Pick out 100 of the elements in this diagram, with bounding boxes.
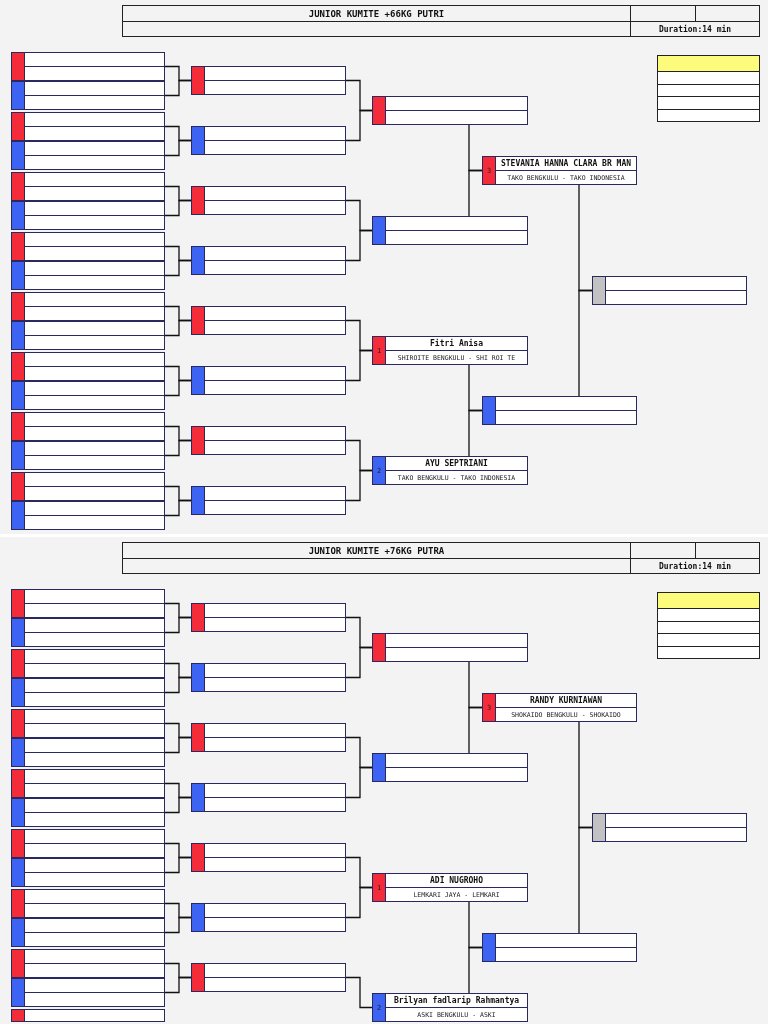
competitor-slot xyxy=(191,126,346,155)
results-table xyxy=(657,55,760,122)
competitor-slot xyxy=(11,709,165,738)
bracket-line xyxy=(164,796,192,814)
competitor-slot xyxy=(11,769,165,798)
bracket-line xyxy=(345,349,373,382)
competitor-name: ADI NUGROHO xyxy=(429,875,484,887)
bracket-line xyxy=(164,199,192,217)
competitor-slot xyxy=(372,456,528,485)
competitor-slot xyxy=(191,603,346,632)
bracket-line xyxy=(164,736,192,754)
bracket-line xyxy=(164,319,192,337)
competitor-slot xyxy=(11,292,165,321)
bracket-line xyxy=(164,916,192,934)
competitor-slot xyxy=(11,978,165,1007)
competitor-slot xyxy=(11,949,165,978)
competitor-slot xyxy=(191,963,346,992)
competitor-slot xyxy=(191,663,346,692)
competitor-slot xyxy=(11,441,165,470)
bracket-line xyxy=(345,469,373,502)
competitor-slot xyxy=(11,738,165,767)
competitor-slot xyxy=(372,873,528,902)
bracket-line xyxy=(164,259,192,277)
competitor-slot xyxy=(11,381,165,410)
competitor-slot xyxy=(11,261,165,290)
competitor-slot xyxy=(11,52,165,81)
competitor-slot xyxy=(11,472,165,501)
competitor-slot xyxy=(191,246,346,275)
competitor-slot xyxy=(191,486,346,515)
competitor-name: AYU SEPTRIANI xyxy=(424,458,489,470)
competitor-slot xyxy=(11,678,165,707)
bracket-line xyxy=(345,229,373,262)
bracket-line xyxy=(164,976,192,994)
bracket-line xyxy=(578,826,593,934)
competitor-name: RANDY KURNIAWAN xyxy=(528,695,604,707)
bracket-line xyxy=(164,499,192,517)
competitor-slot xyxy=(592,813,747,842)
competitor-name: Brilyan fadlarip Rahmantya xyxy=(392,994,521,1007)
bracket-line xyxy=(164,676,192,694)
bracket-line xyxy=(345,646,373,679)
competitor-slot xyxy=(11,858,165,887)
bracket-panel xyxy=(0,537,768,1024)
bracket-line xyxy=(345,886,373,919)
competitor-slot xyxy=(372,753,528,782)
bracket-line xyxy=(164,379,192,397)
competitor-slot xyxy=(11,1009,165,1022)
results-table xyxy=(657,592,760,659)
bracket-line xyxy=(468,169,483,217)
competitor-slot xyxy=(482,693,637,722)
competitor-slot xyxy=(482,396,637,425)
competitor-slot xyxy=(11,798,165,827)
competitor-slot xyxy=(11,829,165,858)
bracket-line xyxy=(578,289,593,397)
bracket-line xyxy=(164,856,192,874)
bracket-line xyxy=(345,766,373,799)
competitor-name: STEVANIA HANNA CLARA BR MAN xyxy=(499,158,632,170)
duration-text: Duration:14 min xyxy=(630,21,760,37)
competitor-slot xyxy=(11,201,165,230)
bracket-line xyxy=(164,139,192,157)
competitor-slot xyxy=(191,306,346,335)
competitor-slot xyxy=(191,783,346,812)
competitor-slot xyxy=(11,618,165,647)
bracket-panel xyxy=(0,0,768,534)
competitor-slot xyxy=(11,172,165,201)
bracket-line xyxy=(468,946,483,994)
competitor-slot xyxy=(191,426,346,455)
competitor-slot xyxy=(191,186,346,215)
competitor-slot xyxy=(592,276,747,305)
competitor-slot xyxy=(11,81,165,110)
competitor-slot xyxy=(11,412,165,441)
competitor-slot xyxy=(372,993,528,1022)
competitor-slot xyxy=(191,66,346,95)
competitor-slot xyxy=(482,156,637,185)
competitor-slot xyxy=(11,321,165,350)
duration-text: Duration:14 min xyxy=(630,558,760,574)
bracket-line xyxy=(345,109,373,142)
competitor-slot xyxy=(482,933,637,962)
competitor-slot xyxy=(11,112,165,141)
competitor-slot xyxy=(191,903,346,932)
bracket-line xyxy=(468,409,483,457)
competitor-slot xyxy=(191,366,346,395)
bracket-line xyxy=(164,616,192,634)
competitor-slot xyxy=(191,843,346,872)
competitor-slot xyxy=(191,723,346,752)
competitor-slot xyxy=(11,141,165,170)
competitor-slot xyxy=(11,918,165,947)
competitor-slot xyxy=(11,232,165,261)
competitor-slot xyxy=(372,633,528,662)
competitor-slot xyxy=(11,352,165,381)
competitor-slot xyxy=(372,336,528,365)
competitor-slot xyxy=(11,501,165,530)
competitor-slot xyxy=(11,889,165,918)
bracket-line xyxy=(164,439,192,457)
competitor-name: Fitri Anisa xyxy=(429,337,484,350)
competitor-slot xyxy=(372,96,528,125)
competitor-slot xyxy=(11,649,165,678)
competitor-slot xyxy=(372,216,528,245)
bracket-line xyxy=(468,706,483,754)
bracket-line xyxy=(345,976,373,1009)
bracket-line xyxy=(164,79,192,97)
